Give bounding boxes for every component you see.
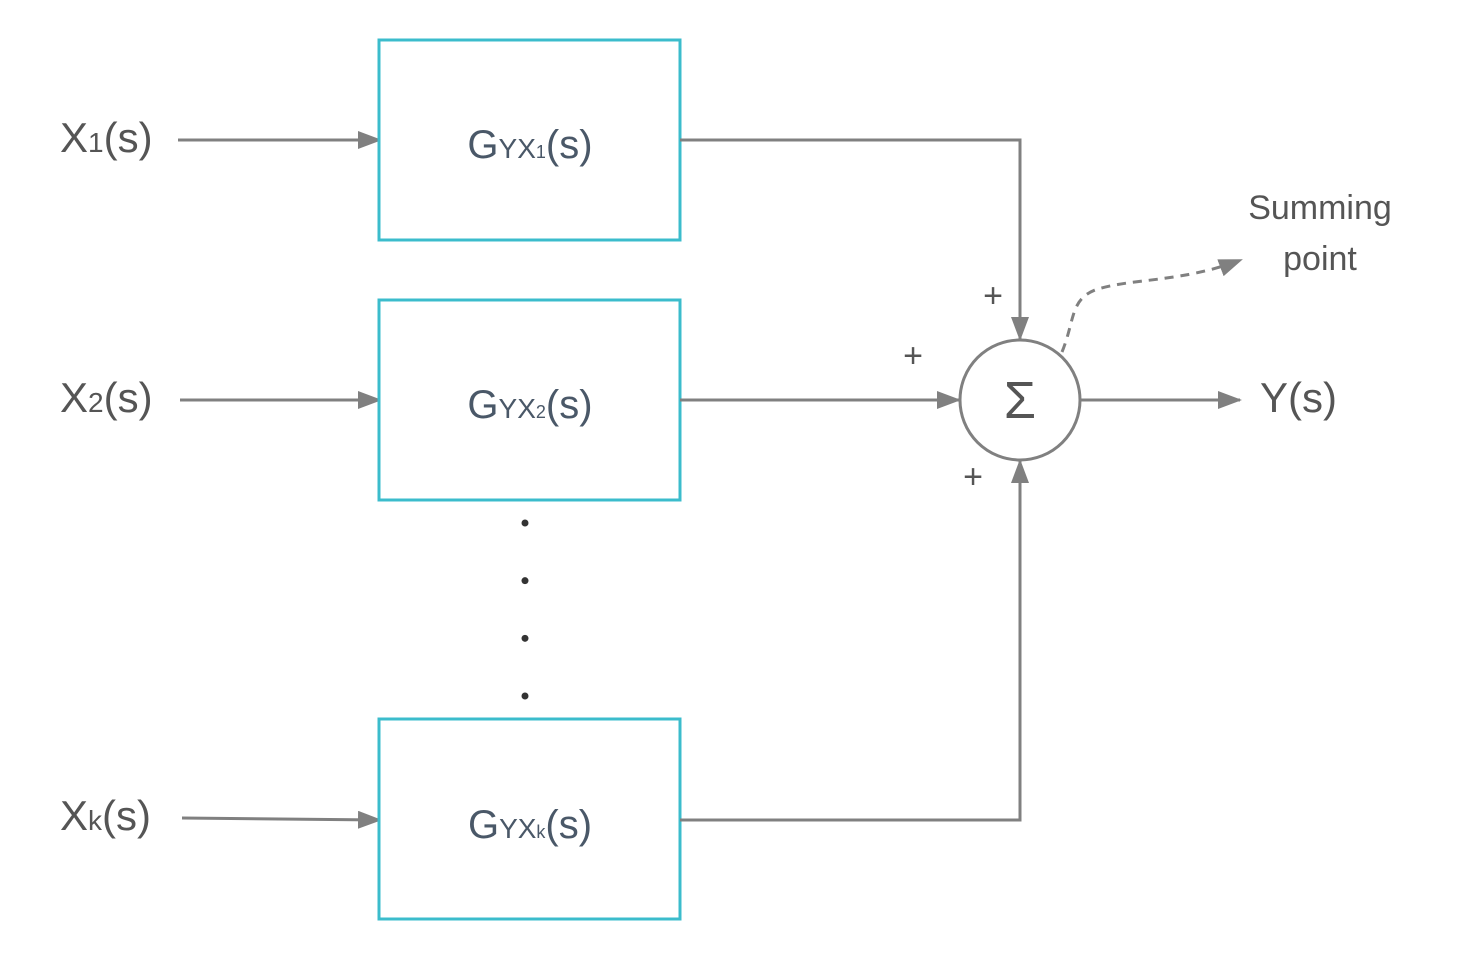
block-label-k-subsub: k <box>536 822 546 842</box>
input-label-k-sub: k <box>88 805 103 836</box>
ellipsis-dot <box>521 519 529 527</box>
input-label-2-tail: (s) <box>104 374 153 421</box>
block-label-2-subsub: 2 <box>536 402 546 422</box>
block-label-2-sub: YX <box>499 393 537 424</box>
block-label-1: GYX1(s) <box>467 123 592 167</box>
input-label-2-main: X <box>60 374 88 421</box>
transfer-block-2 <box>377 298 682 502</box>
input-label-2-sub: 2 <box>88 387 104 418</box>
ellipsis-dot <box>521 577 529 585</box>
annotation-line-1: Summing <box>1248 189 1392 227</box>
ellipsis-dot <box>521 692 529 700</box>
output-label: Y(s) <box>1260 374 1337 421</box>
input-label-1-tail: (s) <box>104 114 153 161</box>
block-label-1-main: G <box>467 123 498 167</box>
input-label-2: X2(s) <box>60 374 153 421</box>
annotation-pointer <box>1060 258 1243 353</box>
input-label-1-main: X <box>60 114 88 161</box>
connector-block-1 <box>680 138 1029 341</box>
sign-bottom: + <box>963 458 983 496</box>
block-label-k: GYXk(s) <box>468 803 592 847</box>
input-label-1-sub: 1 <box>88 127 104 158</box>
block-label-1-subsub: 1 <box>536 142 546 162</box>
block-label-1-sub: YX <box>499 133 537 164</box>
block-label-2-main: G <box>467 383 498 427</box>
input-label-k-main: X <box>60 792 88 839</box>
block-label-2-tail: (s) <box>546 383 593 427</box>
input-label-1: X1(s) <box>60 114 153 161</box>
vertical-ellipsis <box>521 519 529 700</box>
transfer-block-k <box>377 717 682 921</box>
connector-block-k <box>680 459 1029 822</box>
block-label-k-tail: (s) <box>545 803 592 847</box>
summing-symbol: Σ <box>1004 372 1036 430</box>
sign-left: + <box>903 337 923 375</box>
block-label-2: GYX2(s) <box>467 383 592 427</box>
transfer-block-1 <box>377 38 682 242</box>
block-label-1-tail: (s) <box>546 123 593 167</box>
annotation-line-2: point <box>1283 240 1357 278</box>
ellipsis-dot <box>521 634 529 642</box>
input-label-k: Xk(s) <box>60 792 151 839</box>
block-label-k-main: G <box>468 803 499 847</box>
input-label-k-tail: (s) <box>102 792 151 839</box>
sign-top: + <box>983 277 1003 315</box>
block-label-k-sub: YX <box>499 813 537 844</box>
input-arrow-k <box>181 810 382 829</box>
